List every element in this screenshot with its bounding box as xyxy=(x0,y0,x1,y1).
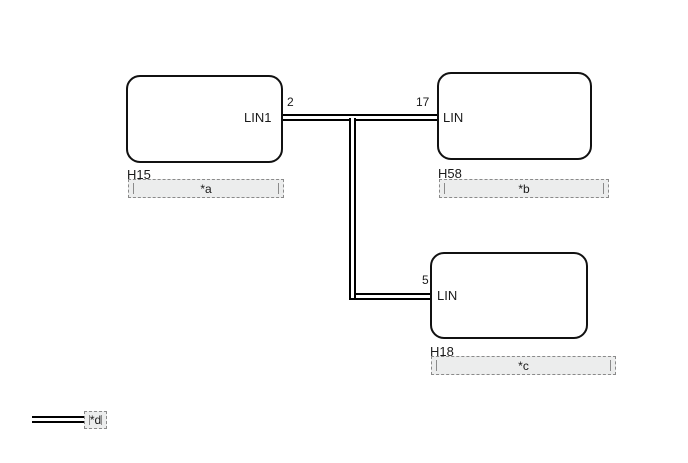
callout-d-label: *d xyxy=(89,413,102,427)
legend-wire-swatch-icon xyxy=(32,416,86,423)
callout-a[interactable]: *a xyxy=(128,179,284,198)
connector-box-h15[interactable] xyxy=(126,75,283,163)
terminal-label-h18: LIN xyxy=(437,288,458,303)
callout-c[interactable]: *c xyxy=(431,356,616,375)
wire-h15-to-h58 xyxy=(282,114,440,121)
connector-id-h15: H15 xyxy=(127,167,151,182)
callout-a-label: *a xyxy=(200,181,212,196)
callout-c-label: *c xyxy=(518,358,529,373)
pin-number-h18: 5 xyxy=(422,273,429,287)
callout-d[interactable]: *d xyxy=(84,411,107,429)
wire-branch-vertical xyxy=(349,118,356,298)
terminal-label-h58: LIN xyxy=(443,110,464,125)
connector-id-h18: H18 xyxy=(430,344,454,359)
connector-id-h58: H58 xyxy=(438,166,462,181)
callout-b[interactable]: *b xyxy=(439,179,609,198)
callout-b-label: *b xyxy=(518,181,530,196)
connector-box-h58[interactable] xyxy=(437,72,592,160)
terminal-label-h15: LIN1 xyxy=(244,110,272,125)
connector-box-h18[interactable] xyxy=(430,252,588,339)
wire-branch-to-h18 xyxy=(356,293,434,300)
pin-number-h15: 2 xyxy=(287,95,294,109)
pin-number-h58: 17 xyxy=(416,95,430,109)
